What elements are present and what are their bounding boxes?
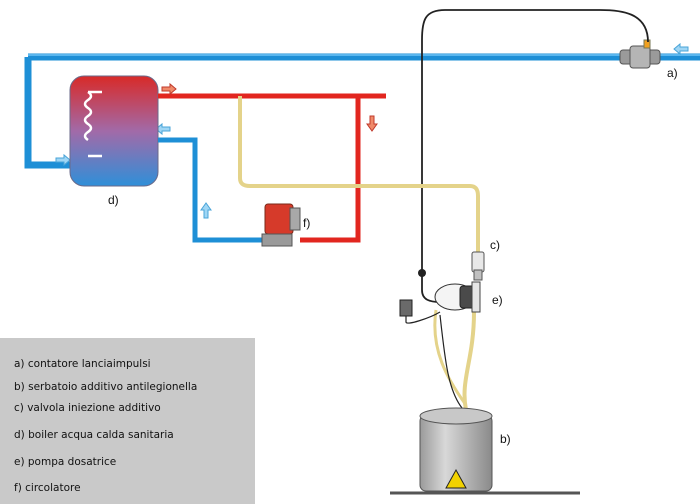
flow-arrow-icon xyxy=(55,42,689,219)
label-c: c) xyxy=(490,238,500,252)
dosing-delivery-tube xyxy=(433,309,468,406)
legend-item: e) pompa dosatrice xyxy=(14,456,117,468)
legend-item: b) serbatoio additivo antilegionella xyxy=(14,381,198,393)
legend-item: a) contatore lanciaimpulsi xyxy=(14,358,151,370)
meter-signal-cable xyxy=(421,9,649,303)
label-f: f) xyxy=(303,216,311,230)
label-b: b) xyxy=(500,432,511,446)
legend-item: d) boiler acqua calda sanitaria xyxy=(14,429,174,441)
cold-feed-pipe xyxy=(24,57,72,169)
boiler xyxy=(69,75,159,187)
legend-panel: a) contatore lanciaimpulsi b) serbatoio … xyxy=(0,338,255,504)
cable-clip xyxy=(418,269,426,277)
label-d: d) xyxy=(108,193,119,207)
additive-tube xyxy=(238,96,480,260)
pulse-meter xyxy=(619,39,661,69)
cold-water-main-pipe xyxy=(28,53,700,61)
label-a: a) xyxy=(667,66,678,80)
legend-item: f) circolatore xyxy=(14,482,81,494)
recirculation-pipe xyxy=(158,137,265,243)
hot-arrow-icon xyxy=(161,82,378,132)
pump-power-cable xyxy=(439,314,463,409)
control-box xyxy=(399,299,441,324)
label-e: e) xyxy=(492,293,503,307)
legend-item: c) valvola iniezione additivo xyxy=(14,402,161,414)
circulator-pump xyxy=(261,203,301,247)
dosing-suction-tube xyxy=(462,311,476,411)
dosing-pump xyxy=(434,281,481,313)
additive-tank xyxy=(390,407,580,495)
hot-water-pipe xyxy=(158,93,386,243)
injection-valve xyxy=(471,251,485,281)
